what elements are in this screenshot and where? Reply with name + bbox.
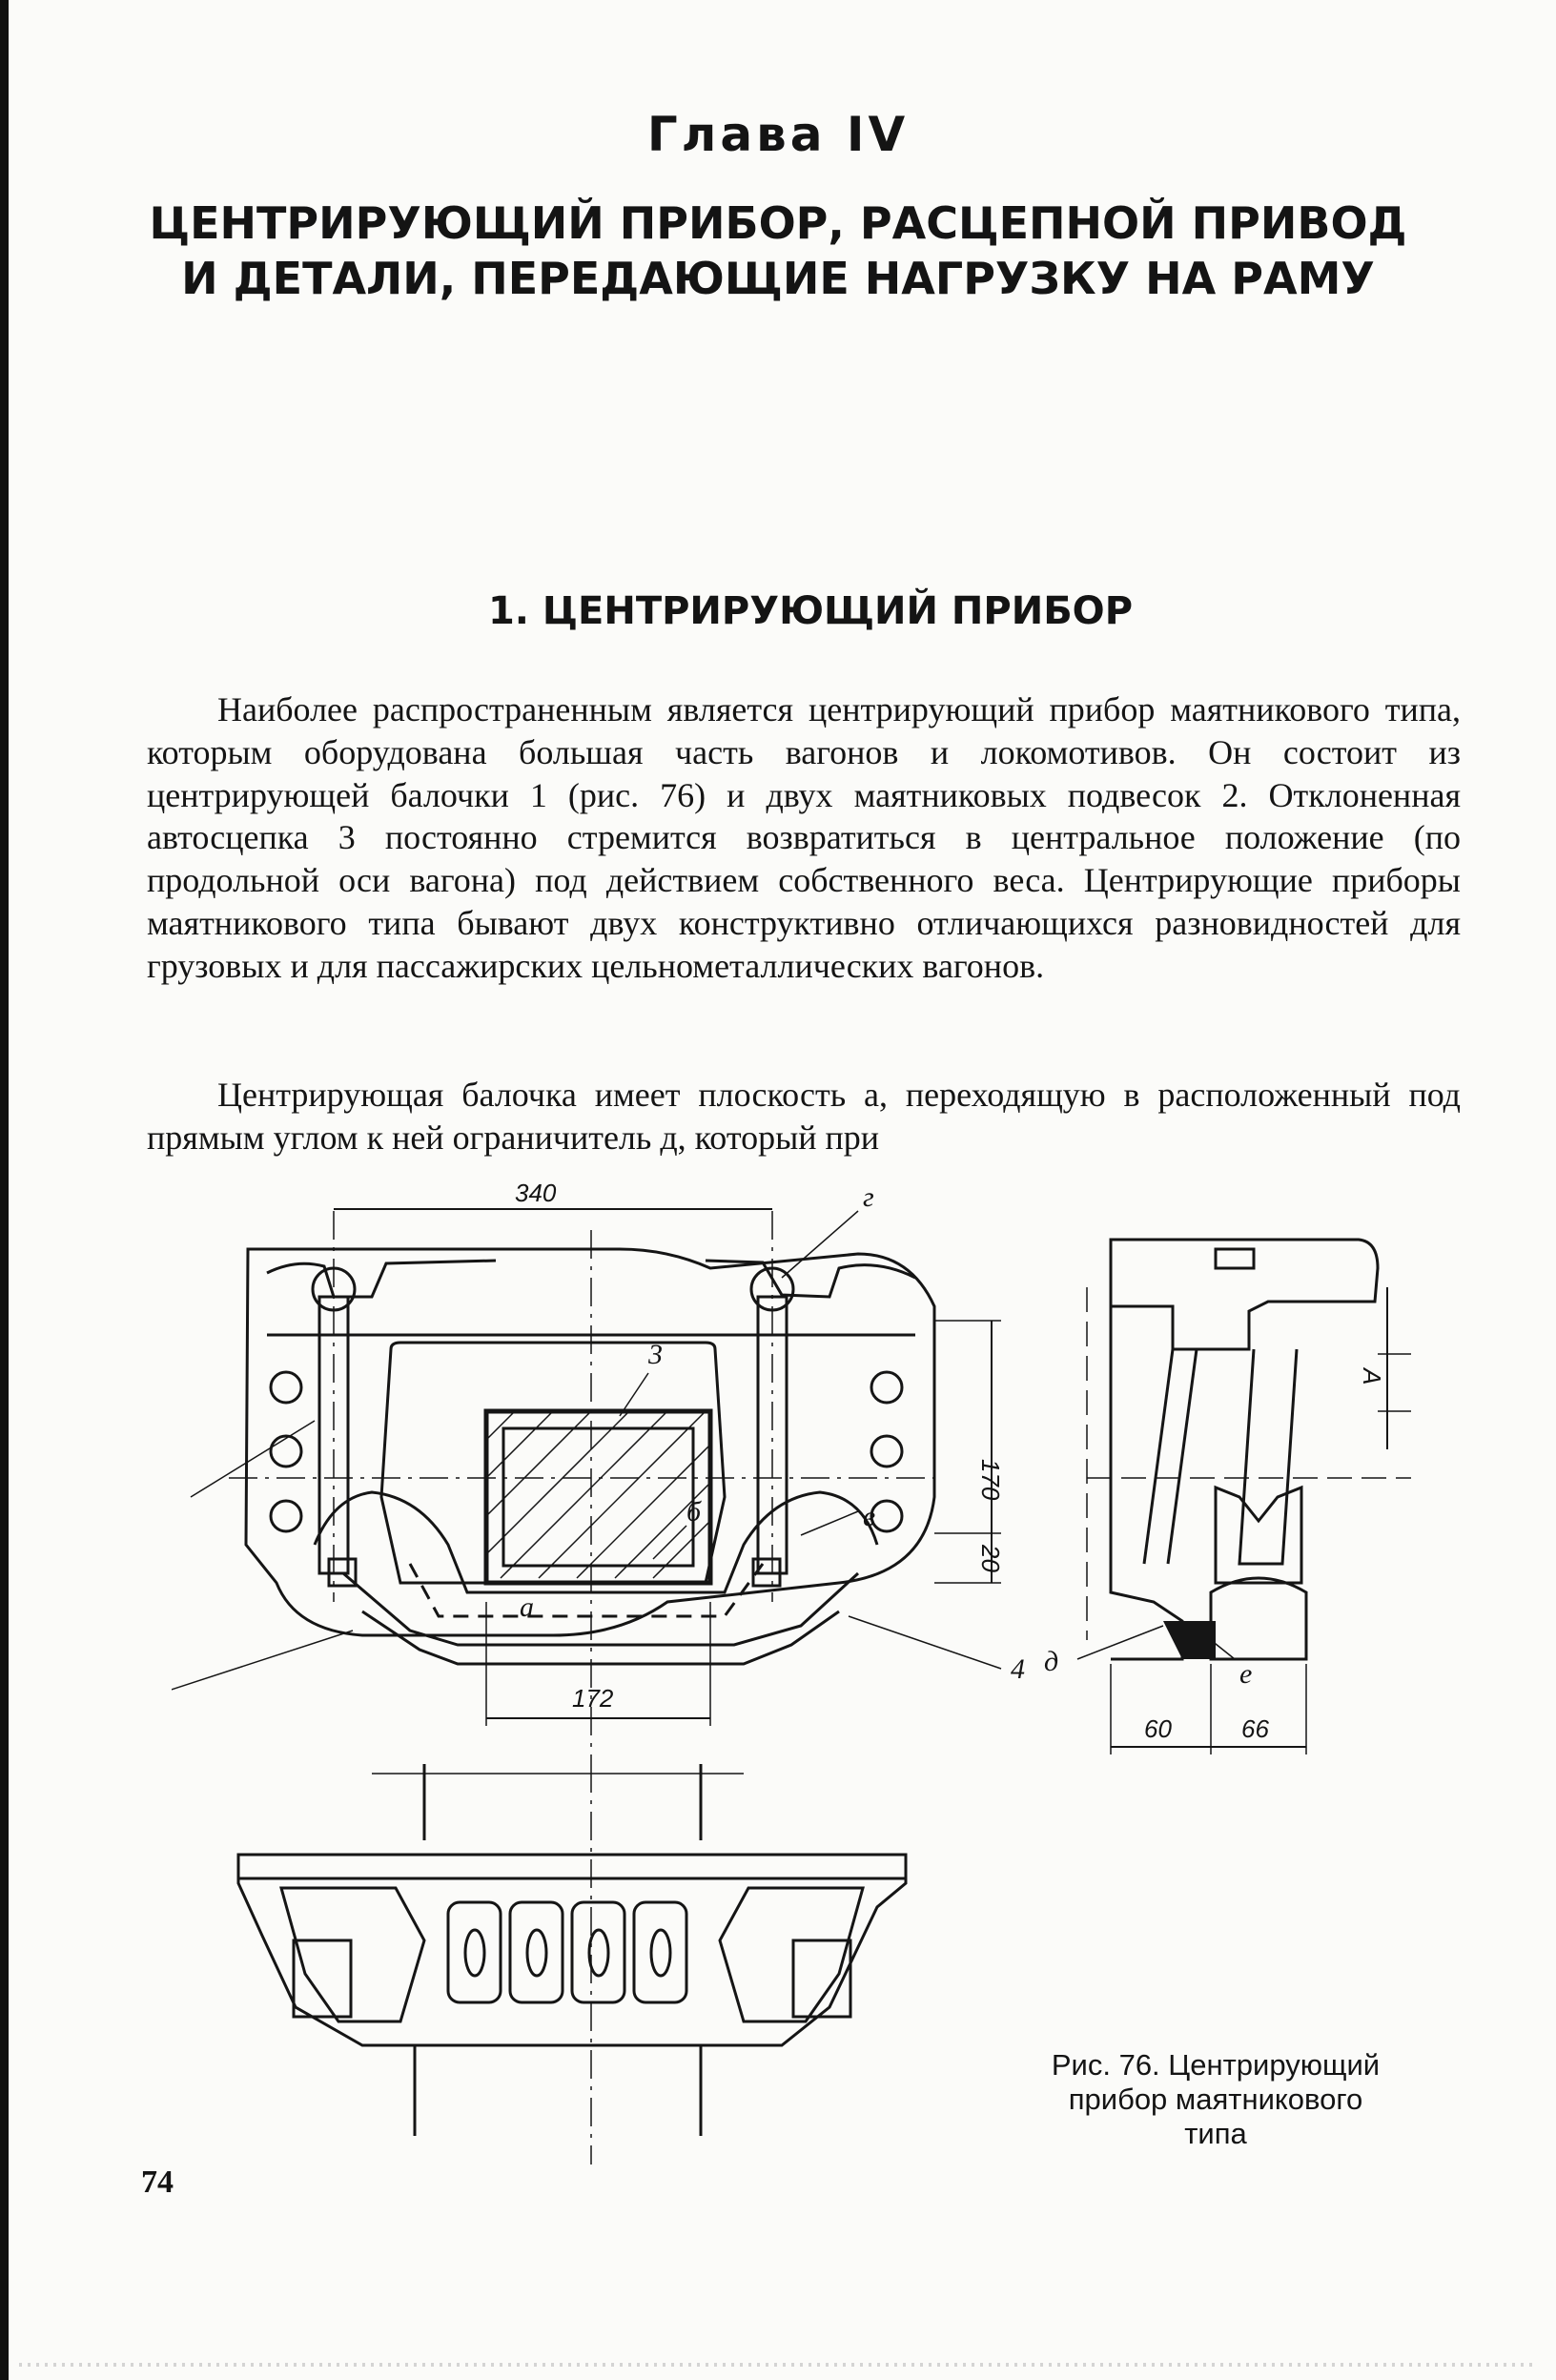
- centering-beam-upper: [313, 1490, 879, 1594]
- side-lower: [1209, 1576, 1308, 1661]
- leader: [619, 1372, 649, 1417]
- side-pin: [1214, 1247, 1256, 1270]
- front-view: 340 172 170 20 2 1 3 4 а б: [172, 1182, 1025, 1764]
- left-nut: [327, 1557, 358, 1588]
- right-hook: [705, 1259, 916, 1299]
- coupler-shank-inner: [502, 1426, 695, 1568]
- frame-outline: [244, 1247, 936, 1637]
- bottom-outline: [236, 1853, 908, 2047]
- page-number: 74: [141, 2165, 174, 2200]
- body-paragraph-1: Наиболее распространенным является центр…: [147, 690, 1461, 985]
- side-body: [1109, 1306, 1184, 1661]
- bottom-view: [236, 1764, 908, 2165]
- hole: [269, 1499, 303, 1533]
- scan-left-edge: [0, 0, 9, 2380]
- hatching: [485, 1410, 711, 1579]
- dim-340: 340: [515, 1182, 557, 1207]
- hole: [870, 1499, 904, 1533]
- bottom-slot: [508, 1900, 564, 2004]
- bottom-slot: [570, 1900, 626, 2004]
- leader: [800, 1510, 859, 1536]
- bottom-block-right: [791, 1939, 852, 2019]
- bottom-slot: [632, 1900, 688, 2004]
- centering-beam-mid: [342, 1571, 860, 1647]
- side-beam: [1214, 1485, 1303, 1585]
- label-g: г: [863, 1182, 874, 1213]
- side-rod: [1166, 1348, 1198, 1565]
- inner-opening: [379, 1341, 727, 1585]
- leader: [848, 1615, 1002, 1670]
- hole: [870, 1434, 904, 1468]
- label-v: в: [863, 1501, 875, 1532]
- dim-a: А: [1358, 1366, 1386, 1385]
- centering-beam-lower: [361, 1610, 840, 1666]
- bottom-slot-hole: [649, 1928, 672, 1978]
- bottom-block-left: [292, 1939, 353, 2019]
- hole: [269, 1434, 303, 1468]
- dim-172: 172: [572, 1684, 614, 1713]
- coupler-shank: [483, 1408, 713, 1586]
- left-hook: [266, 1259, 497, 1299]
- leader: [781, 1210, 859, 1279]
- hole: [870, 1370, 904, 1405]
- label-4: 4: [1011, 1653, 1025, 1685]
- right-nut: [751, 1557, 782, 1588]
- dim-170: 170: [976, 1459, 1005, 1501]
- technical-drawing: 340 172 170 20 2 1 3 4 а б: [172, 1182, 1411, 2165]
- section-title: 1. ЦЕНТРИРУЮЩИЙ ПРИБОР: [487, 589, 1134, 633]
- figure-caption: Рис. 76. Центрирующий прибор маятниковог…: [1051, 2048, 1381, 2150]
- label-3: 3: [647, 1339, 663, 1370]
- label-b: б: [686, 1496, 702, 1528]
- side-view: А 60 66 д е: [1044, 1238, 1411, 1754]
- figure-76-drawing: 340 172 170 20 2 1 3 4 а б: [172, 1182, 1411, 2174]
- leader: [1210, 1639, 1236, 1660]
- body-paragraph-2: Центрирующая балочка имеет плоскость а, …: [147, 1076, 1461, 1157]
- hole: [269, 1370, 303, 1405]
- chapter-label: Глава IV: [646, 107, 910, 162]
- right-pendulum: [756, 1295, 788, 1575]
- bottom-slot-hole: [463, 1928, 486, 1978]
- label-e: е: [1239, 1658, 1252, 1690]
- leader: [172, 1630, 354, 1691]
- chapter-title: ЦЕНТРИРУЮЩИЙ ПРИБОР, РАСЦЕПНОЙ ПРИВОД И …: [149, 197, 1407, 304]
- dim-60: 60: [1144, 1714, 1172, 1743]
- leader: [652, 1525, 687, 1560]
- bottom-slot: [446, 1900, 502, 2004]
- scan-bottom-noise: [19, 2363, 1537, 2367]
- bottom-pocket-right: [718, 1886, 865, 2023]
- side-top: [1109, 1238, 1380, 1351]
- side-pendulum: [1238, 1348, 1299, 1566]
- leader: [190, 1420, 316, 1498]
- label-a: а: [520, 1591, 534, 1623]
- leader: [1076, 1625, 1164, 1660]
- dim-20: 20: [976, 1544, 1005, 1572]
- bottom-pocket-left: [279, 1886, 426, 2023]
- label-d: д: [1044, 1646, 1058, 1677]
- side-rod: [1142, 1348, 1175, 1565]
- bottom-slot-hole: [587, 1928, 610, 1978]
- bottom-slot-hole: [525, 1928, 548, 1978]
- beam-hidden-line: [408, 1563, 765, 1618]
- side-stop-hatch: [1163, 1621, 1216, 1659]
- dim-66: 66: [1241, 1714, 1269, 1743]
- left-pendulum: [317, 1295, 350, 1575]
